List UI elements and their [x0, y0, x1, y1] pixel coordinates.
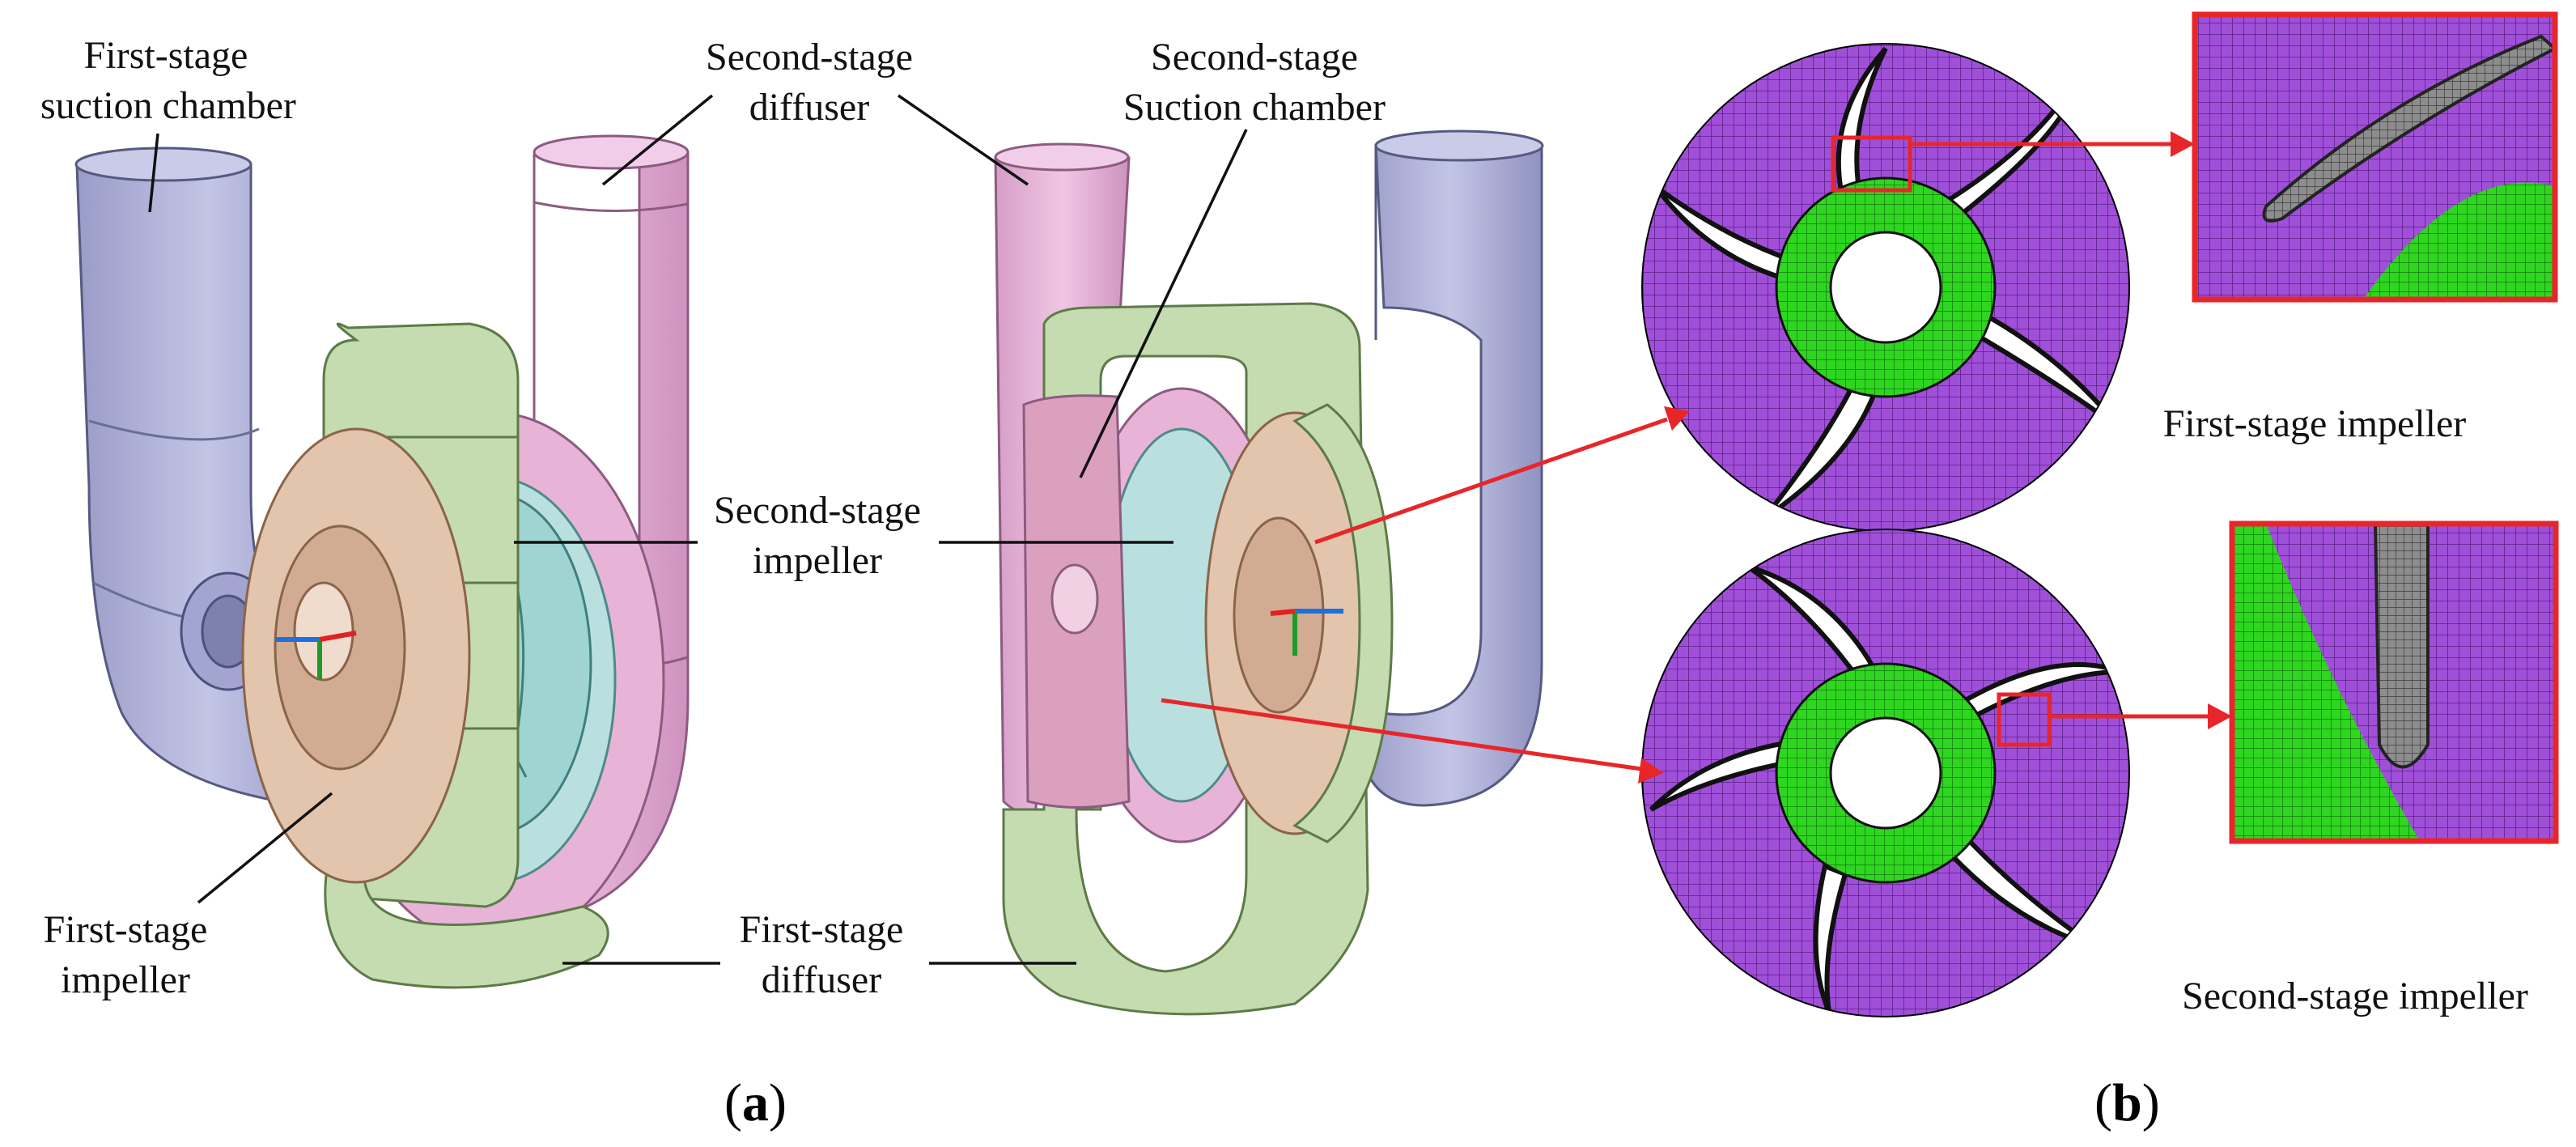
first-stage-impeller-front: [241, 427, 471, 884]
panel-label-b: (b): [2094, 1073, 2160, 1132]
axis-triad-rear: [1270, 609, 1343, 656]
label-second-stage-impeller-mesh: Second-stage impeller: [2182, 975, 2528, 1017]
assembly-view-front: [74, 134, 690, 989]
red-arrowheads: [1638, 131, 2232, 784]
leader-lines: [148, 94, 1248, 965]
mesh-disc-first-stage: [1641, 43, 2130, 532]
axis-triad-front: [275, 631, 357, 680]
panel-label-a: (a): [724, 1073, 787, 1132]
first-stage-suction-chamber-rear: [1358, 130, 1544, 807]
zoom-inset-first-stage: [2192, 11, 2558, 303]
label-first-stage-impeller-mesh: First-stage impeller: [2162, 402, 2467, 445]
zoom-inset-second-stage: [2229, 520, 2559, 844]
assembly-view-rear: [994, 130, 1544, 1016]
second-stage-suction-chamber: [1022, 394, 1131, 809]
mesh-disc-second-stage: [1641, 529, 2130, 1017]
red-callouts: [1161, 135, 2211, 771]
